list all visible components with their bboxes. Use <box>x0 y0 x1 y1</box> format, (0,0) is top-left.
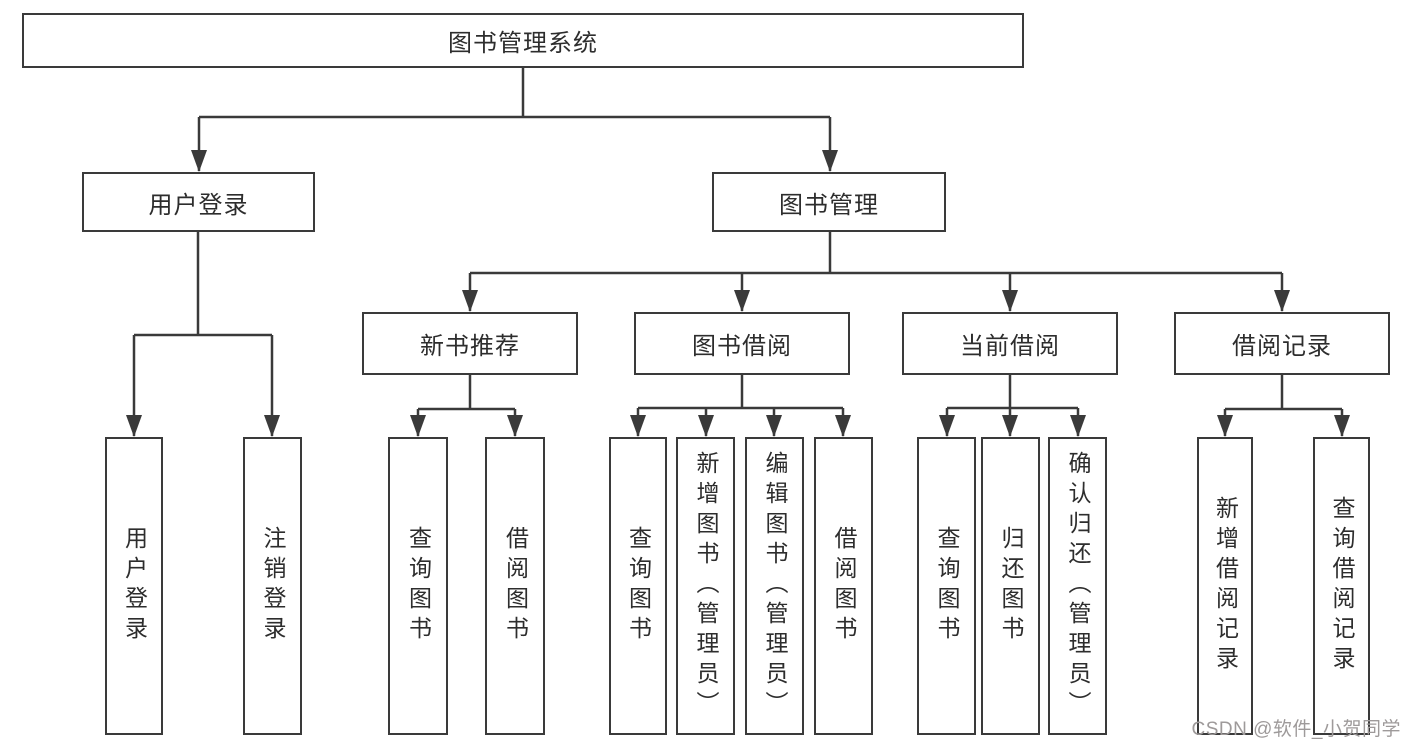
leaf-record-add-label: 新增借阅记录 <box>1212 496 1239 676</box>
node-current-borrow: 当前借阅 <box>902 312 1118 375</box>
leaf-record-query: 查询借阅记录 <box>1313 437 1370 735</box>
leaf-borrow-edit: 编辑图书（管理员） <box>745 437 804 735</box>
node-root: 图书管理系统 <box>22 13 1024 68</box>
leaf-current-query: 查询图书 <box>917 437 976 735</box>
node-book-mgmt: 图书管理 <box>712 172 946 232</box>
leaf-borrow-query-label: 查询图书 <box>625 526 652 646</box>
leaf-new-borrow-books-label: 借阅图书 <box>502 526 529 646</box>
node-current-borrow-label: 当前借阅 <box>960 333 1060 360</box>
node-user-login: 用户登录 <box>82 172 315 232</box>
leaf-new-borrow-books: 借阅图书 <box>485 437 545 735</box>
node-user-login-label: 用户登录 <box>148 191 249 219</box>
leaf-current-return: 归还图书 <box>981 437 1040 735</box>
leaf-record-add: 新增借阅记录 <box>1197 437 1253 735</box>
node-book-borrow: 图书借阅 <box>634 312 850 375</box>
leaf-record-query-label: 查询借阅记录 <box>1329 496 1355 676</box>
leaf-user-login: 用户登录 <box>105 437 163 735</box>
leaf-borrow-add: 新增图书（管理员） <box>676 437 735 735</box>
leaf-borrow-edit-label: 编辑图书（管理员） <box>762 451 788 721</box>
node-root-label: 图书管理系统 <box>448 30 598 57</box>
node-borrow-records: 借阅记录 <box>1174 312 1390 375</box>
csdn-watermark: CSDN @软件_小贺同学 <box>1191 719 1401 740</box>
node-book-mgmt-label: 图书管理 <box>779 191 879 219</box>
leaf-borrow-borrow: 借阅图书 <box>814 437 873 735</box>
leaf-current-return-label: 归还图书 <box>998 526 1024 646</box>
node-new-books: 新书推荐 <box>362 312 578 375</box>
leaf-current-confirm: 确认归还（管理员） <box>1048 437 1107 735</box>
leaf-new-query-books: 查询图书 <box>388 437 448 735</box>
node-book-borrow-label: 图书借阅 <box>692 333 792 360</box>
node-borrow-records-label: 借阅记录 <box>1232 333 1332 360</box>
leaf-current-confirm-label: 确认归还（管理员） <box>1065 451 1091 721</box>
leaf-borrow-add-label: 新增图书（管理员） <box>693 451 719 721</box>
leaf-user-login-label: 用户登录 <box>121 526 148 646</box>
leaf-logout-label: 注销登录 <box>260 526 286 646</box>
leaf-new-query-books-label: 查询图书 <box>405 526 432 646</box>
leaf-logout: 注销登录 <box>243 437 302 735</box>
leaf-current-query-label: 查询图书 <box>934 526 960 646</box>
leaf-borrow-query: 查询图书 <box>609 437 667 735</box>
node-new-books-label: 新书推荐 <box>420 333 520 360</box>
leaf-borrow-borrow-label: 借阅图书 <box>831 526 857 646</box>
